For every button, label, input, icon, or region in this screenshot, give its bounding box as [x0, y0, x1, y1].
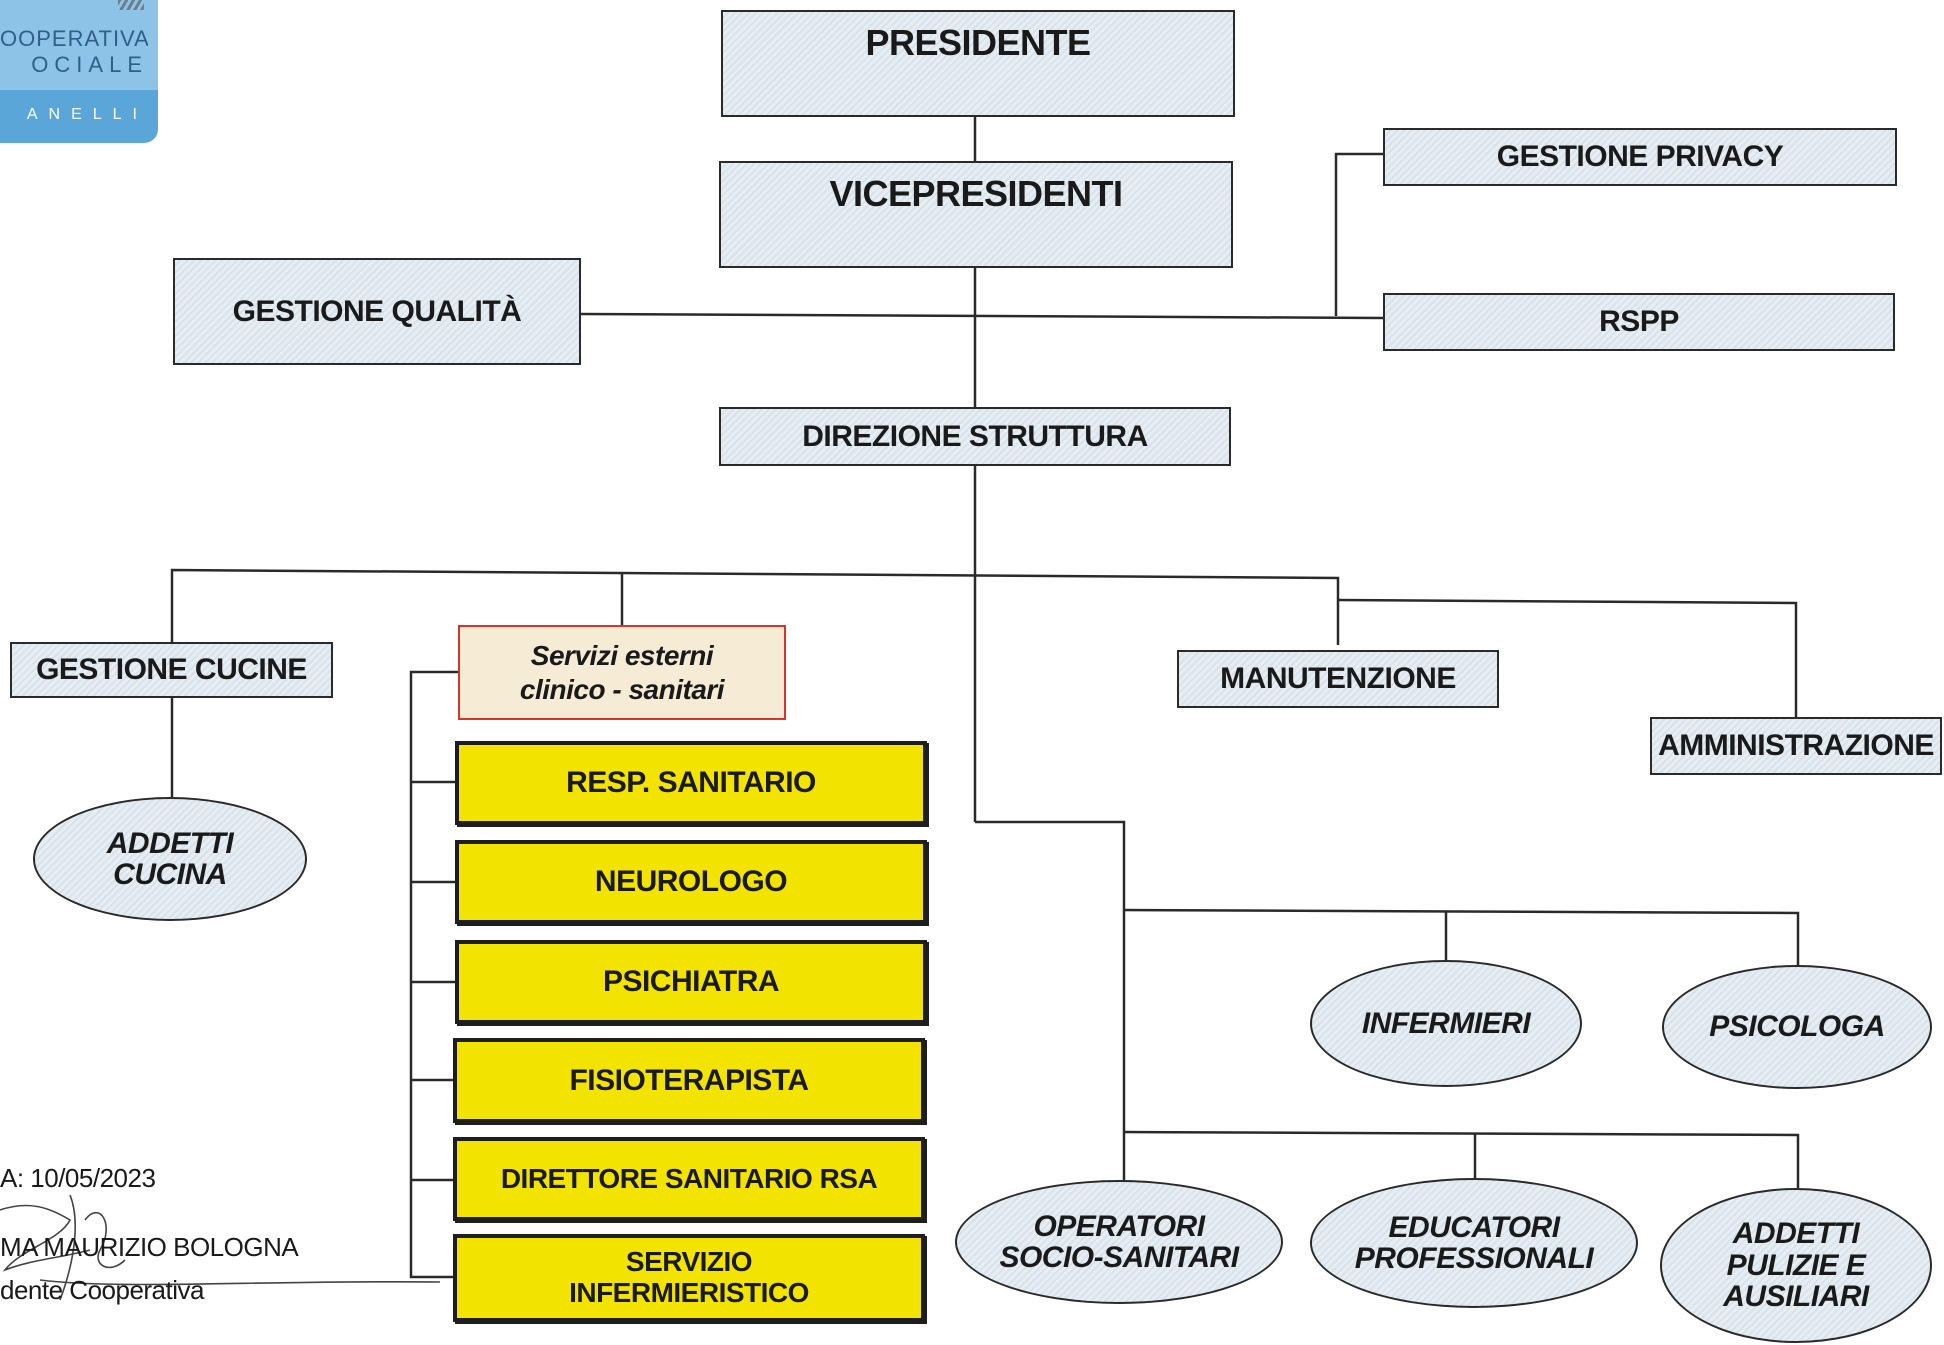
box-amministrazione-label: AMMINISTRAZIONE [1658, 729, 1934, 762]
logo-mark-icon [118, 0, 144, 10]
ellipse-operatori-socio-sanitari: OPERATORI SOCIO-SANITARI [955, 1180, 1283, 1304]
connector-qualita-rspp [579, 312, 1384, 320]
ellipse-addetti-pulizie-ausiliari: ADDETTI PULIZIE E AUSILIARI [1660, 1188, 1932, 1343]
box-direzione-struttura: DIREZIONE STRUTTURA [719, 407, 1231, 466]
box-servizio-infermieristico-label: SERVIZIO INFERMIERISTICO [569, 1246, 809, 1308]
box-presidente-label: PRESIDENTE [865, 22, 1091, 63]
box-vicepresidenti: VICEPRESIDENTI [719, 161, 1233, 268]
logo-band [0, 90, 158, 143]
ellipse-psicologa-label: PSICOLOGA [1709, 1010, 1885, 1044]
box-vicepresidenti-label: VICEPRESIDENTI [829, 173, 1123, 214]
ellipse-educatori-professionali: EDUCATORI PROFESSIONALI [1310, 1178, 1638, 1308]
box-gestione-cucine: GESTIONE CUCINE [10, 642, 333, 698]
cooperative-logo: OOPERATIVA OCIALE ANELLI [0, 0, 158, 143]
box-gestione-privacy-label: GESTIONE PRIVACY [1496, 140, 1784, 173]
box-fisioterapista: FISIOTERAPISTA [453, 1038, 925, 1123]
connector-infermieri-psicologa [1123, 908, 1800, 965]
ellipse-infermieri: INFERMIERI [1310, 960, 1582, 1087]
box-direttore-sanitario-rsa-label: DIRETTORE SANITARIO RSA [500, 1163, 878, 1194]
logo-line-1: OOPERATIVA [0, 26, 148, 51]
box-presidente: PRESIDENTE [721, 10, 1235, 117]
signature-name: MA MAURIZIO BOLOGNA [0, 1232, 299, 1262]
ellipse-educatori-professionali-label: EDUCATORI PROFESSIONALI [1354, 1210, 1594, 1275]
box-servizi-esterni-label: Servizi esterni clinico - sanitari [519, 639, 725, 705]
box-direzione-struttura-label: DIREZIONE STRUTTURA [802, 419, 1148, 453]
box-manutenzione-label: MANUTENZIONE [1220, 662, 1456, 695]
box-psichiatra: PSICHIATRA [455, 940, 927, 1024]
box-fisioterapista-label: FISIOTERAPISTA [569, 1063, 809, 1097]
connector-first-level [170, 568, 1340, 645]
connector-privacy-bracket [1334, 152, 1383, 316]
box-gestione-qualita: GESTIONE QUALITÀ [173, 258, 581, 365]
connector-bottom-row [1123, 1130, 1800, 1188]
connector-amministrazione [1337, 598, 1798, 717]
connector-lower-tree [975, 820, 1126, 1180]
ellipse-psicologa: PSICOLOGA [1662, 965, 1932, 1089]
box-direttore-sanitario-rsa: DIRETTORE SANITARIO RSA [453, 1137, 925, 1221]
box-neurologo: NEUROLOGO [455, 840, 927, 924]
connector-servizi-bracket [409, 670, 458, 1279]
ellipse-operatori-socio-sanitari-label: OPERATORI SOCIO-SANITARI [999, 1209, 1239, 1274]
box-psichiatra-label: PSICHIATRA [602, 965, 780, 998]
box-servizi-esterni: Servizi esterni clinico - sanitari [458, 625, 786, 720]
ellipse-infermieri-label: INFERMIERI [1361, 1006, 1531, 1040]
ellipse-addetti-cucina: ADDETTI CUCINA [33, 797, 307, 921]
box-neurologo-label: NEUROLOGO [594, 865, 788, 898]
ellipse-addetti-cucina-label: ADDETTI CUCINA [106, 826, 234, 891]
box-gestione-privacy: GESTIONE PRIVACY [1383, 128, 1897, 186]
box-servizio-infermieristico: SERVIZIO INFERMIERISTICO [453, 1234, 925, 1322]
logo-line-2: OCIALE [31, 52, 148, 77]
ellipse-addetti-pulizie-ausiliari-label: ADDETTI PULIZIE E AUSILIARI [1723, 1217, 1869, 1314]
box-manutenzione: MANUTENZIONE [1177, 650, 1499, 708]
box-resp-sanitario: RESP. SANITARIO [455, 741, 927, 825]
box-rspp-label: RSPP [1599, 305, 1679, 338]
box-resp-sanitario-label: RESP. SANITARIO [566, 766, 816, 799]
logo-line-3: ANELLI [26, 106, 148, 123]
handwritten-signature [0, 1194, 441, 1301]
signature-date: A: 10/05/2023 [0, 1163, 156, 1193]
box-rspp: RSPP [1383, 293, 1895, 351]
box-amministrazione: AMMINISTRAZIONE [1650, 717, 1942, 775]
signature-role: dente Cooperativa [0, 1275, 204, 1305]
box-gestione-cucine-label: GESTIONE CUCINE [36, 653, 307, 686]
box-gestione-qualita-label: GESTIONE QUALITÀ [232, 294, 522, 328]
